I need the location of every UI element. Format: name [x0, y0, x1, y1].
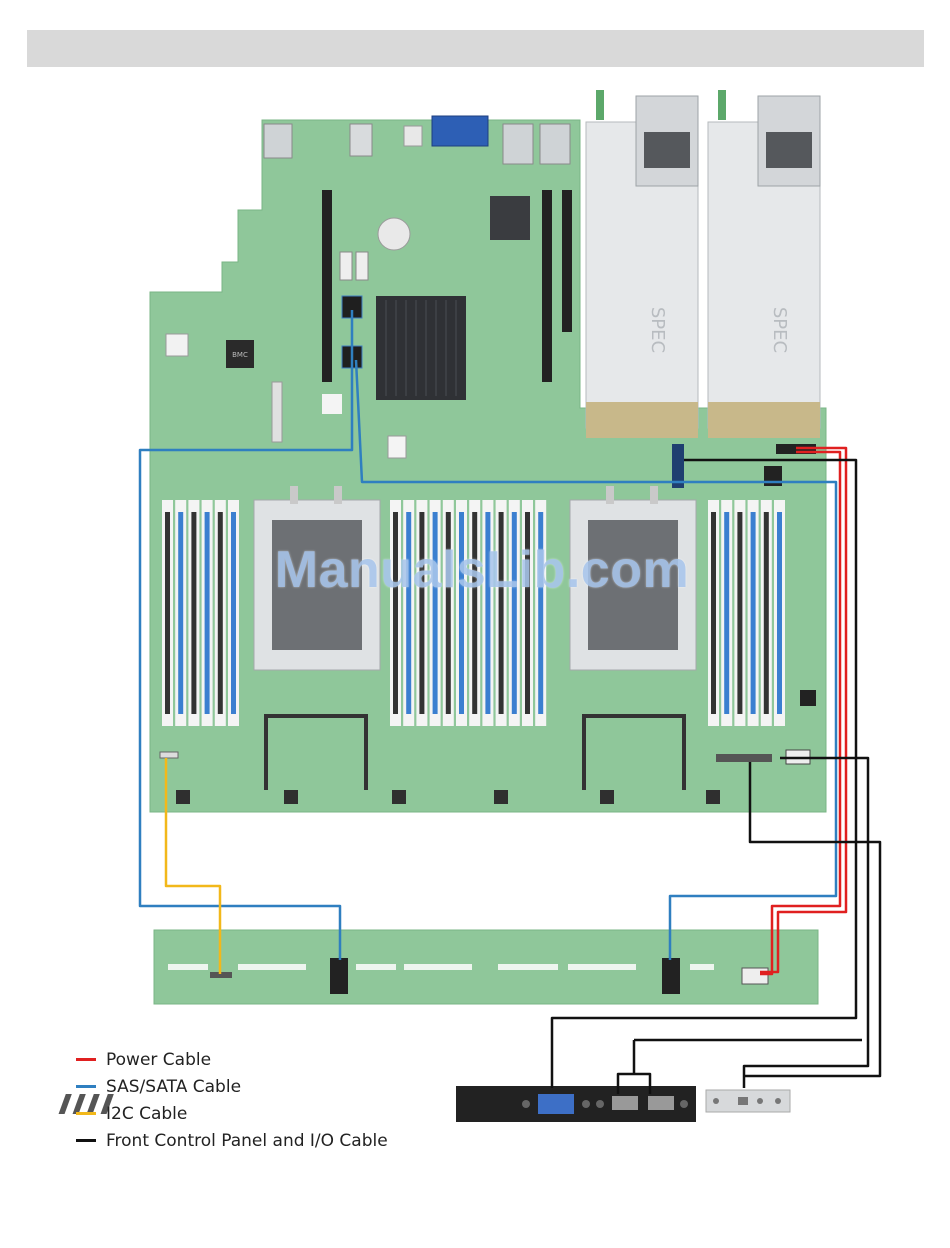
cmos-battery: [378, 218, 410, 250]
dimm-slot-key: [764, 512, 769, 714]
dimm-slot-key: [406, 512, 411, 714]
dimm-slot-key: [419, 512, 424, 714]
dimm-slot-key: [751, 512, 756, 714]
chipset-heatsink: [376, 296, 466, 400]
dimm-slot-key: [433, 512, 438, 714]
psu-1-label: SPEC: [647, 307, 668, 353]
dimm-slot-key: [446, 512, 451, 714]
dimm-slot-key: [191, 512, 196, 714]
legend-swatch-red: [76, 1058, 96, 1061]
legend-label: I2C Cable: [106, 1104, 187, 1124]
dimm-slot-key: [231, 512, 236, 714]
legend-label: Front Control Panel and I/O Cable: [106, 1131, 388, 1151]
legend-swatch-black: [76, 1139, 96, 1142]
cable-legend: Power Cable SAS/SATA Cable I2C Cable Fro…: [76, 1046, 388, 1154]
dimm-slot-key: [538, 512, 543, 714]
dimm-slot-key: [205, 512, 210, 714]
drive-backplane: [154, 930, 818, 1004]
rear-rj45-port: [264, 124, 292, 158]
dimm-slot-key: [393, 512, 398, 714]
cpu-socket-1: [254, 486, 380, 670]
dimm-slot-key: [724, 512, 729, 714]
dimm-slot-key: [165, 512, 170, 714]
psu-2-label: SPEC: [769, 307, 790, 353]
front-vga-port: [538, 1094, 574, 1114]
pcie-riser-slot: [542, 190, 552, 382]
dimm-slot-key: [711, 512, 716, 714]
legend-item-power-cable: Power Cable: [76, 1046, 388, 1073]
dimm-slot-key: [525, 512, 530, 714]
backplane-power-connector: [742, 968, 768, 984]
dimm-slot-key: [499, 512, 504, 714]
cpu-socket-2: [570, 486, 696, 670]
front-control-panel: [706, 1090, 790, 1112]
power-supply-2: SPEC: [708, 90, 820, 438]
dimm-slot-key: [485, 512, 490, 714]
legend-label: SAS/SATA Cable: [106, 1077, 241, 1097]
backplane-sas-connector-1: [330, 958, 348, 994]
rear-rj45-port: [503, 124, 533, 164]
pcie-riser-slot: [322, 190, 332, 382]
dimm-slot-key: [737, 512, 742, 714]
dimm-slot-key: [472, 512, 477, 714]
legend-swatch-yellow: [76, 1112, 96, 1115]
legend-item-front-panel-cable: Front Control Panel and I/O Cable: [76, 1127, 388, 1154]
pcie-riser-slot: [562, 190, 572, 332]
backplane-sas-connector-2: [662, 958, 680, 994]
bmc-chip-label: BMC: [232, 351, 248, 359]
dimm-slot-key: [178, 512, 183, 714]
rear-rj45-port: [540, 124, 570, 164]
legend-label: Power Cable: [106, 1050, 211, 1070]
rear-usb-port: [350, 124, 372, 156]
dimm-slot-key: [459, 512, 464, 714]
dimm-slot-key: [777, 512, 782, 714]
legend-item-i2c-cable: I2C Cable: [76, 1100, 388, 1127]
legend-swatch-blue: [76, 1085, 96, 1088]
dimm-slot-key: [512, 512, 517, 714]
rear-vga-port: [432, 116, 488, 146]
front-usb-port: [612, 1096, 638, 1110]
legend-item-sas-sata-cable: SAS/SATA Cable: [76, 1073, 388, 1100]
dimm-slot-key: [218, 512, 223, 714]
front-usb-port: [648, 1096, 674, 1110]
power-supply-1: SPEC: [586, 90, 698, 438]
